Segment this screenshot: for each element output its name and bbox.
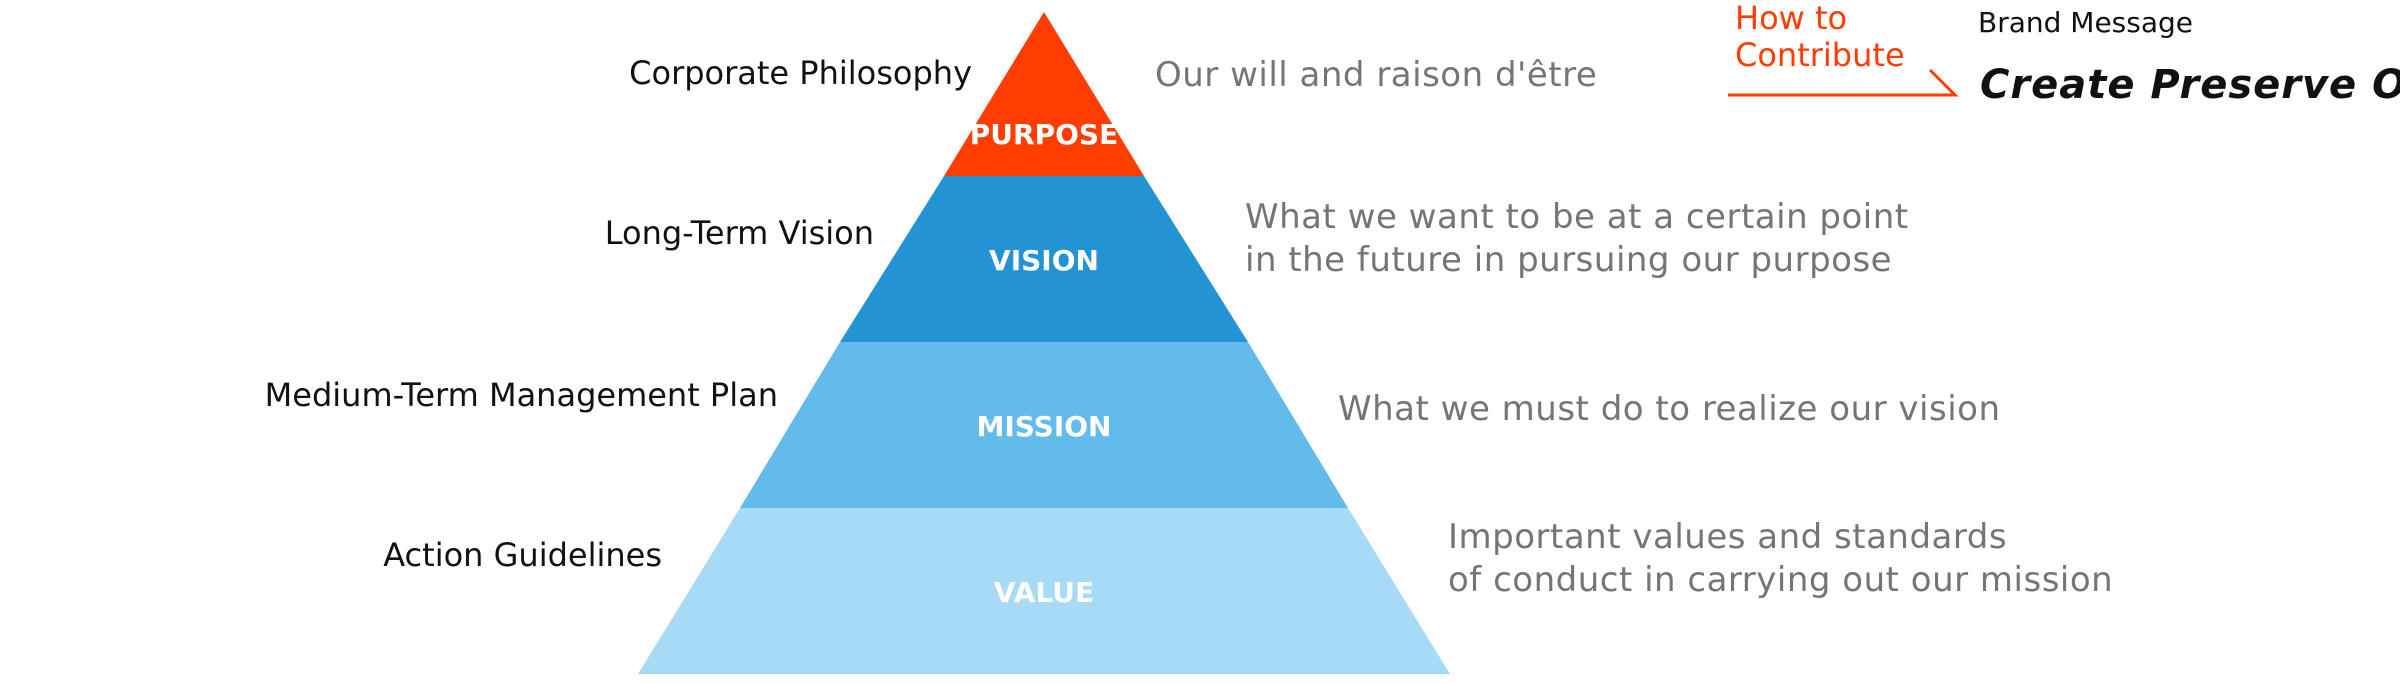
tier-label-value: VALUE bbox=[994, 576, 1094, 609]
left-label-medium-term-plan: Medium-Term Management Plan bbox=[264, 376, 778, 414]
description-mission-line-1: What we must do to realize our vision bbox=[1338, 389, 2001, 429]
description-value-line-2: of conduct in carrying out our mission bbox=[1448, 559, 2114, 600]
pyramid-tier-purpose bbox=[944, 12, 1144, 176]
description-value-line-1: Important values and standards bbox=[1448, 517, 2008, 557]
pyramid-tier-vision bbox=[840, 176, 1248, 342]
description-mission: What we must do to realize our vision bbox=[1338, 388, 2001, 431]
description-vision-line-2: in the future in pursuing our purpose bbox=[1245, 239, 1893, 280]
description-value: Important values and standards of conduc… bbox=[1448, 516, 2113, 601]
left-label-action-guidelines: Action Guidelines bbox=[383, 536, 662, 574]
description-vision: What we want to be at a certain point in… bbox=[1245, 196, 1909, 281]
how-to-contribute-line-2: Contribute bbox=[1735, 35, 1905, 74]
tier-label-vision: VISION bbox=[989, 244, 1099, 277]
tier-label-mission: MISSION bbox=[976, 410, 1111, 443]
description-vision-line-1: What we want to be at a certain point bbox=[1245, 197, 1909, 237]
pyramid-tier-value bbox=[638, 508, 1450, 674]
description-purpose: Our will and raison d'être bbox=[1155, 54, 1597, 97]
brand-message-text: Create Preserve Open bbox=[1980, 62, 2400, 108]
pyramid-tier-mission bbox=[740, 342, 1348, 508]
left-label-corporate-philosophy: Corporate Philosophy bbox=[629, 54, 972, 92]
how-to-contribute: How to Contribute bbox=[1735, 0, 1905, 74]
brand-message-label: Brand Message bbox=[1978, 6, 2194, 39]
tier-label-purpose: PURPOSE bbox=[970, 118, 1118, 151]
left-label-long-term-vision: Long-Term Vision bbox=[604, 214, 874, 252]
how-to-contribute-line-1: How to bbox=[1735, 0, 1848, 37]
description-purpose-line-1: Our will and raison d'être bbox=[1155, 55, 1598, 95]
